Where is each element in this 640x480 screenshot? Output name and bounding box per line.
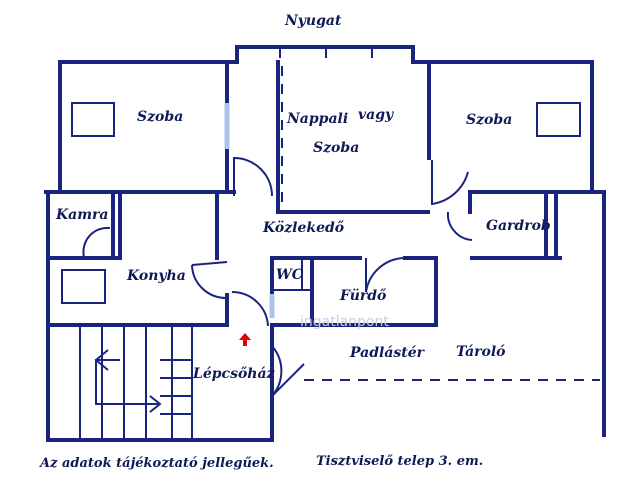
room-label-wardrobe: Gardrob	[486, 218, 551, 234]
staircase	[79, 325, 193, 440]
watermark: ingatlanpont	[300, 314, 389, 330]
bed-right	[536, 102, 581, 137]
bed-left	[71, 102, 115, 137]
walls	[44, 45, 606, 442]
room-label-living-2: Szoba	[313, 140, 359, 156]
room-label-pantry: Kamra	[55, 207, 109, 223]
windows	[224, 103, 275, 318]
door-wardrobe	[446, 211, 473, 241]
door-bathroom	[365, 257, 405, 293]
wall-ticks	[279, 49, 373, 58]
room-label-living-1: Nappali	[286, 111, 348, 127]
stair-direction-arrow	[95, 359, 158, 405]
room-label-right: Szoba	[466, 112, 512, 128]
room-label-living-or: vagy	[358, 107, 394, 123]
room-label-attic: Padlástér	[349, 345, 426, 361]
kitchen-counter	[61, 269, 106, 304]
door-right-room	[431, 160, 469, 206]
room-label-left: Szoba	[137, 109, 183, 125]
dashed-lines	[281, 66, 600, 381]
door-pantry	[82, 226, 111, 258]
room-label-wc: WC	[276, 267, 303, 283]
door-kitchen	[191, 261, 228, 299]
door-stairwell-top	[231, 290, 269, 327]
footer-disclaimer: Az adatok tájékoztató jellegűek.	[38, 456, 274, 471]
doors	[82, 156, 473, 397]
entrance-arrow-icon	[239, 333, 251, 346]
room-label-stairwell: Lépcsőház	[192, 366, 276, 382]
room-label-kitchen: Konyha	[126, 268, 186, 284]
room-label-corridor: Közlekedő	[262, 220, 345, 236]
room-label-bathroom: Fürdő	[339, 288, 387, 304]
door-stairwell-right	[271, 345, 305, 397]
room-label-storage: Tároló	[456, 344, 506, 360]
door-corridor-left	[233, 156, 273, 197]
footer-location: Tisztviselő telep 3. em.	[316, 454, 483, 469]
direction-label-west: Nyugat	[284, 13, 342, 29]
furniture	[61, 102, 581, 304]
